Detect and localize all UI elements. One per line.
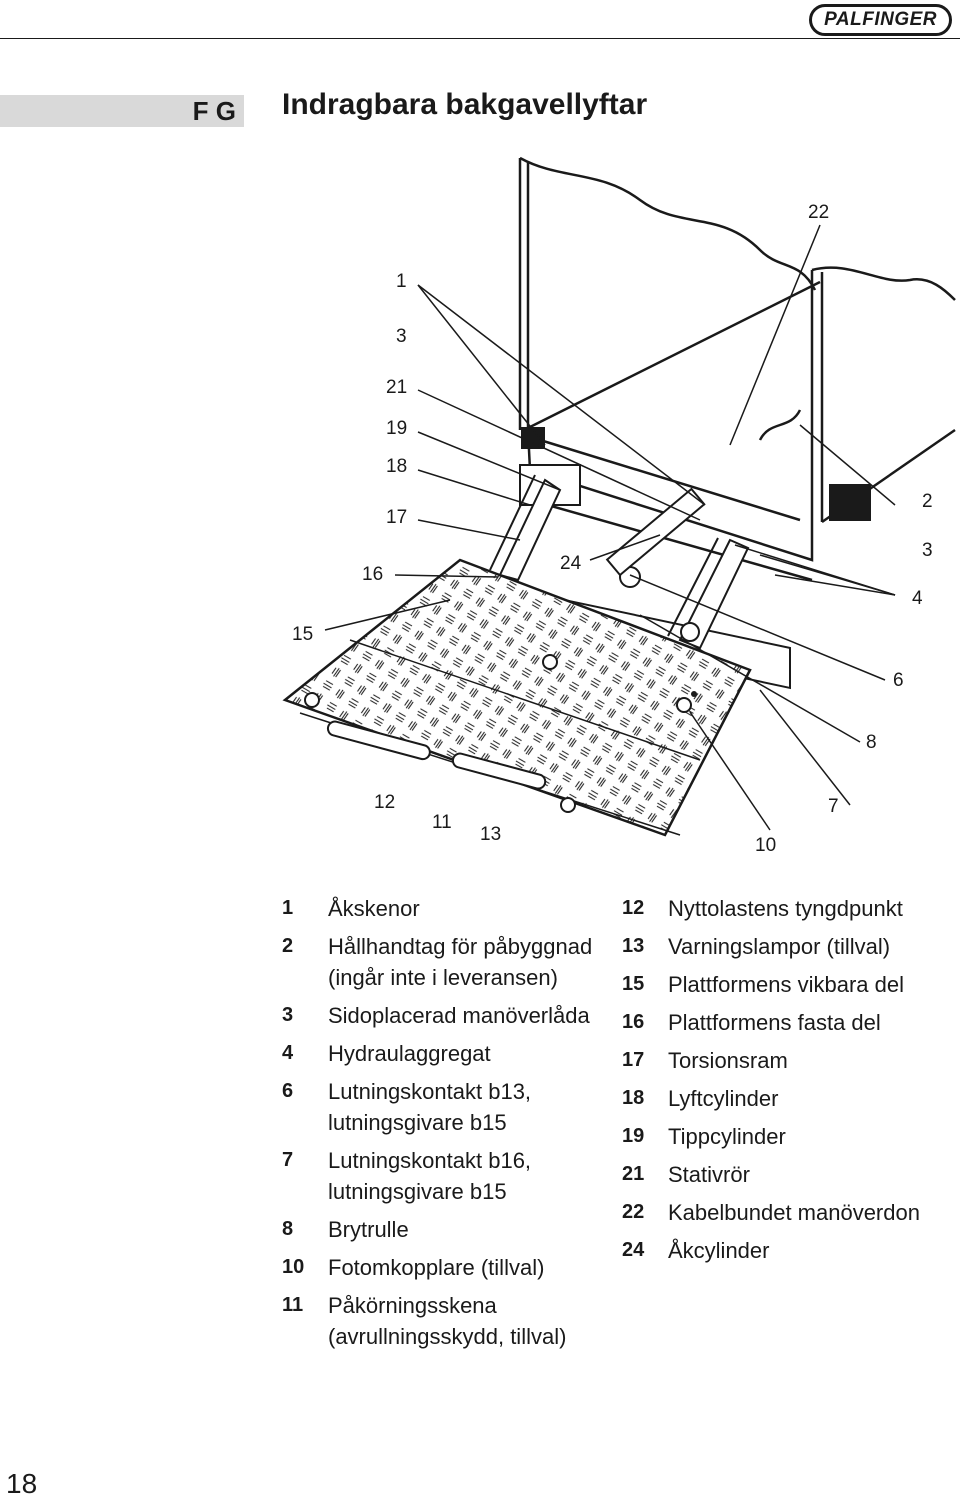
legend-text: Kabelbundet manöverdon <box>668 1200 920 1225</box>
legend-text: Hydraulaggregat <box>328 1041 491 1066</box>
callout-18: 18 <box>386 456 407 477</box>
callout-3: 3 <box>396 326 407 347</box>
tail-lift-diagram: 22 1 3 21 19 18 17 16 24 15 2 3 4 6 8 12… <box>282 156 956 856</box>
legend-text: Stativrör <box>668 1162 750 1187</box>
legend-item: 10 Fotomkopplare (tillval) <box>282 1252 612 1283</box>
legend-number: 17 <box>622 1049 645 1071</box>
legend-item: 21 Stativrör <box>622 1159 957 1190</box>
legend-item: 12 Nyttolastens tyngdpunkt <box>622 893 957 924</box>
legend-item: 24 Åkcylinder <box>622 1235 957 1266</box>
legend-number: 15 <box>622 973 645 995</box>
legend-text: Plattformens vikbara del <box>668 972 904 997</box>
page-title: Indragbara bakgavellyftar <box>282 88 648 121</box>
callout-10: 10 <box>755 835 776 856</box>
callout-1: 1 <box>396 271 407 292</box>
callouts: 22 1 3 21 19 18 17 16 24 15 2 3 4 6 8 12… <box>292 202 933 856</box>
legend-text: Påkörningsskena (avrullningsskydd, tillv… <box>328 1293 567 1349</box>
legend-number: 11 <box>282 1294 304 1316</box>
legend-number: 4 <box>282 1042 294 1064</box>
callout-7: 7 <box>828 796 839 817</box>
legend-text: Sidoplacerad manöverlåda <box>328 1003 590 1028</box>
callout-19: 19 <box>386 418 407 439</box>
legend-item: 17 Torsionsram <box>622 1045 957 1076</box>
legend-number: 22 <box>622 1201 645 1223</box>
page-number: 18 <box>6 1468 38 1499</box>
legend-item: 22 Kabelbundet manöverdon <box>622 1197 957 1228</box>
truck-body <box>518 156 956 582</box>
callout-21: 21 <box>386 377 407 398</box>
legend-item: 18 Lyftcylinder <box>622 1083 957 1114</box>
legend-text: Nyttolastens tyngdpunkt <box>668 896 903 921</box>
legend-number: 16 <box>622 1011 645 1033</box>
legend-number: 1 <box>282 897 294 919</box>
legend-item: 15 Plattformens vikbara del <box>622 969 957 1000</box>
legend-text: Fotomkopplare (tillval) <box>328 1255 545 1280</box>
legend-number: 7 <box>282 1149 294 1171</box>
platform <box>282 558 752 837</box>
legend-item: 7 Lutningskontakt b16, lutningsgivare b15 <box>282 1145 612 1207</box>
legend-item: 4 Hydraulaggregat <box>282 1038 612 1069</box>
legend-text: Lyftcylinder <box>668 1086 779 1111</box>
legend-text: Åkcylinder <box>668 1238 770 1263</box>
legend-number: 6 <box>282 1080 294 1102</box>
leader-lines <box>324 224 896 831</box>
palfinger-logo: PALFINGER <box>809 4 952 36</box>
legend-item: 1 Åkskenor <box>282 893 612 924</box>
callout-15: 15 <box>292 624 313 645</box>
section-bar: F G <box>0 95 244 127</box>
callout-24: 24 <box>560 553 582 574</box>
legend-number: 3 <box>282 1004 294 1026</box>
legend-item: 3 Sidoplacerad manöverlåda <box>282 1000 612 1031</box>
legend-number: 13 <box>622 935 645 957</box>
legend-item: 8 Brytrulle <box>282 1214 612 1245</box>
legend-left: 1 Åkskenor 2 Hållhandtag för påbyggnad (in… <box>282 893 612 1359</box>
legend-number: 19 <box>622 1125 645 1147</box>
legend-text: Varningslampor (tillval) <box>668 934 891 959</box>
legend-text: Lutningskontakt b13, lutningsgivare b15 <box>328 1079 532 1135</box>
legend-text: Tippcylinder <box>668 1124 786 1149</box>
legend-number: 21 <box>622 1163 645 1185</box>
legend-number: 24 <box>622 1239 645 1261</box>
callout-8: 8 <box>866 732 877 753</box>
header-rule <box>0 38 960 39</box>
callout-13: 13 <box>480 824 501 845</box>
legend-text: Brytrulle <box>328 1217 409 1242</box>
legend-right: 12 Nyttolastens tyngdpunkt 13 Varningslamp… <box>622 893 957 1273</box>
callout-11: 11 <box>432 812 452 833</box>
legend-text: Plattformens fasta del <box>668 1010 881 1035</box>
legend-item: 11 Påkörningsskena (avrullningsskydd, til… <box>282 1290 612 1352</box>
callout-3b: 3 <box>922 540 933 561</box>
legend-number: 2 <box>282 935 294 957</box>
legend-text: Hållhandtag för påbyggnad (ingår inte i … <box>328 934 593 990</box>
legend-item: 6 Lutningskontakt b13, lutningsgivare b15 <box>282 1076 612 1138</box>
legend-item: 13 Varningslampor (tillval) <box>622 931 957 962</box>
legend-item: 2 Hållhandtag för påbyggnad (ingår inte i… <box>282 931 612 993</box>
callout-6: 6 <box>893 670 904 691</box>
callout-2: 2 <box>922 491 933 512</box>
legend-number: 18 <box>622 1087 645 1109</box>
callout-16: 16 <box>362 564 383 585</box>
legend-number: 10 <box>282 1256 305 1278</box>
legend-text: Torsionsram <box>668 1048 788 1073</box>
callout-17: 17 <box>386 507 407 528</box>
legend-item: 16 Plattformens fasta del <box>622 1007 957 1038</box>
section-code: F G <box>192 96 236 126</box>
legend-item: 19 Tippcylinder <box>622 1121 957 1152</box>
legend-number: 12 <box>622 897 645 919</box>
legend-text: Lutningskontakt b16, lutningsgivare b15 <box>328 1148 532 1204</box>
callout-22: 22 <box>808 202 829 223</box>
legend-text: Åkskenor <box>328 896 420 921</box>
legend-number: 8 <box>282 1218 294 1240</box>
callout-4: 4 <box>912 588 923 609</box>
callout-12: 12 <box>374 792 395 813</box>
